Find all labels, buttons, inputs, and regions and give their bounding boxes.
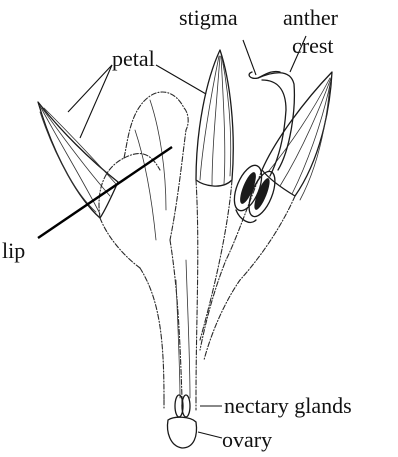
label-stigma: stigma [179,5,238,30]
label-crest: crest [292,33,334,58]
label-lip: lip [2,238,25,263]
base-structures [164,395,196,448]
center-petal [196,50,233,186]
column-anthers [229,71,295,222]
label-ovary: ovary [222,427,272,452]
leader-lines [38,36,306,438]
right-petal [262,72,332,200]
flower-tube [140,170,295,400]
label-petal: petal [112,46,155,71]
label-nectary-glands: nectary glands [224,393,352,418]
left-petal [38,102,118,218]
label-anther: anther [283,5,339,30]
